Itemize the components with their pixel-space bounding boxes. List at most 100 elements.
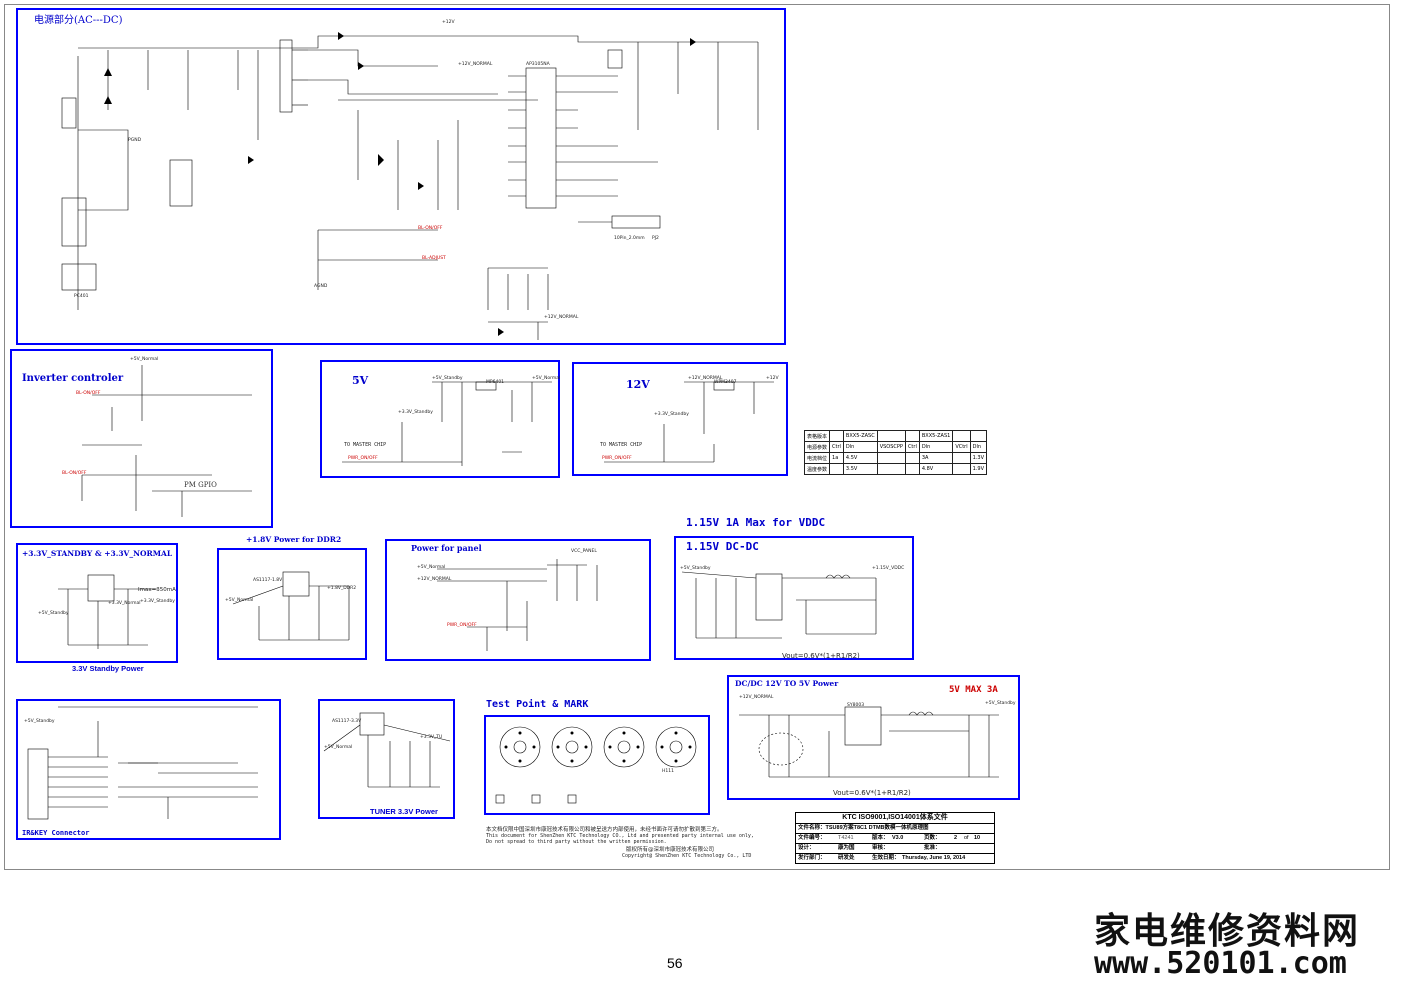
5v-to-master: TO MASTER CHIP — [344, 442, 387, 448]
inverter-title: Inverter controler — [22, 373, 124, 384]
dcdc5v-max: 5V MAX 3A — [949, 685, 998, 695]
label-h111: H111 — [662, 769, 674, 774]
tb-header: KTC ISO9001,ISO14001体系文件 — [796, 813, 994, 824]
tuner-title: TUNER 3.3V Power — [370, 807, 438, 816]
spec-cell: 表格版本 — [803, 430, 831, 442]
panel-schematic — [437, 559, 598, 651]
spec-cell — [952, 430, 971, 442]
12v-block: 12V +12V_NORMAL +12V WPM3407 +3.3V_Stand… — [572, 362, 788, 476]
watermark-cn: 家电维修资料网 — [1094, 910, 1361, 952]
12v-to-master: TO MASTER CHIP — [600, 442, 643, 448]
12v-title: 12V — [626, 378, 650, 391]
label-5vn-5v: +5V_Normal — [532, 376, 561, 381]
tb-version-lbl: 版本： — [872, 835, 889, 841]
label-12vn-12v: +12V_NORMAL — [688, 376, 723, 381]
ddr2-schematic — [232, 571, 350, 641]
tb-file-no: T4241 — [838, 835, 854, 841]
33v-title: +3.3V_STANDBY & +3.3V_NORMAL — [22, 549, 173, 558]
tb-pages: 10 — [974, 835, 981, 841]
spec-cell: BXX5-ZASC — [842, 430, 878, 442]
tb-of: of — [964, 835, 969, 841]
label-ap3105: AP3105NA — [526, 62, 550, 67]
note-line5: Copyright@ ShenZhen KTC Technology Co., … — [622, 853, 752, 859]
tb-version: V3.0 — [892, 835, 904, 841]
tb-design-lbl: 设计： — [798, 845, 815, 851]
spec-cell — [876, 452, 906, 464]
spec-cell: Dln — [969, 441, 988, 453]
spec-cell: 1.9V — [969, 463, 988, 475]
12v-schematic — [604, 381, 774, 463]
spec-cell: 1.3V — [969, 452, 988, 464]
test-title: Test Point & MARK — [486, 699, 589, 710]
label-vcc-panel: VCC_PANEL — [571, 549, 597, 554]
spec-cell — [904, 430, 920, 442]
note-line1: 本文档仅限中国深圳市康冠技术有限公司和被呈送方内部使用，未经书面许可请勿扩散到第… — [486, 827, 723, 833]
spec-cell: 4.8V — [918, 463, 954, 475]
33v-block: +3.3V_STANDBY & +3.3V_NORMAL Imax=350mA … — [16, 543, 178, 663]
label-12vn-dc: +12V_NORMAL — [739, 695, 774, 700]
label-5v-33vs: +3.3V_Standby — [398, 410, 433, 415]
tb-designer: 康为国 — [838, 845, 855, 851]
spec-cell: VCtrl — [952, 441, 971, 453]
power-block: 电源部分(AC---DC) — [16, 8, 786, 345]
sheet-frame — [4, 4, 1390, 870]
tb-page-lbl: 页数： — [924, 835, 941, 841]
net-bl-adjust: BL-ADJUST — [422, 256, 446, 261]
label-5vs-ir: +5V_Standby — [24, 719, 55, 724]
copyright-note: 本文档仅限中国深圳市康冠技术有限公司和被呈送方内部使用，未经书面许可请勿扩散到第… — [486, 825, 791, 859]
label-connector: 10Pin_2.0mm — [614, 236, 645, 241]
note-line2: This document for ShenZhen KTC Technolog… — [486, 833, 754, 839]
tb-page: 2 — [954, 835, 958, 841]
label-33vs-33: +3.3V_Standby — [140, 599, 175, 604]
label-115: +1.15V_VDDC — [872, 566, 905, 571]
label-mp6401: MP6401 — [486, 380, 505, 385]
label-5vn-pn: +5V_Normal — [417, 565, 446, 570]
dcdc5v-block: DC/DC 12V TO 5V Power 5V MAX 3A +12V_NOR… — [727, 675, 1020, 800]
power-schematic — [61, 32, 759, 340]
spec-cell — [876, 430, 906, 442]
inverter-gpio: PM GPIO — [184, 481, 217, 489]
label-12vn-pn: +12V_NORMAL — [417, 577, 452, 582]
label-5vs-5v: +5V_Standby — [432, 376, 463, 381]
watermark-url: www.520101.com — [1094, 946, 1347, 981]
spec-cell: 4.5V — [842, 452, 878, 464]
5v-title: 5V — [352, 374, 369, 387]
title-block: KTC ISO9001,ISO14001体系文件 文件名称：TSU89方案T8C… — [795, 812, 995, 864]
33v-caption: 3.3V Standby Power — [72, 664, 144, 673]
tb-approve-lbl: 批准： — [924, 845, 941, 851]
label-wpm3407: WPM3407 — [714, 380, 737, 385]
vddc-header: 1.15V 1A Max for VDDC — [686, 516, 826, 529]
ir-title: IR&KEY Connector — [22, 829, 90, 837]
tuner-schematic — [323, 712, 451, 788]
spec-cell — [952, 463, 971, 475]
spec-cell: 3A — [918, 452, 954, 464]
spec-cell — [829, 463, 844, 475]
label-12v-12v: +12V — [766, 376, 779, 381]
net-bl-onoff-inv: BL-ON/OFF — [76, 391, 101, 396]
tb-file-name: TSU89方案T8C1 DTMB数模一体机原理图 — [825, 825, 929, 831]
net-pwr-onoff-5v: PWR_ON/OFF — [348, 456, 378, 461]
tb-review-lbl: 审核： — [872, 845, 889, 851]
dcdc5v-schematic — [739, 706, 999, 778]
spec-cell: Ctrl — [904, 441, 920, 453]
dcdc5v-formula: Vout=0.6V*(1+R1/R2) — [833, 789, 911, 797]
label-12vn: +12V_NORMAL — [458, 62, 493, 67]
label-18v: +1.8V_DDR2 — [327, 586, 357, 591]
tb-date: Thursday, June 19, 2014 — [902, 855, 966, 861]
note-line4: 版权所有@深圳市康冠技术有限公司 — [626, 847, 715, 853]
test-block: H111 — [484, 715, 710, 815]
vddc-schematic — [681, 571, 877, 639]
label-5vs-vddc: +5V_Standby — [680, 566, 711, 571]
label-5vn-ddr: +5V_Normal — [225, 598, 254, 603]
net-bl-onoff: BL-ON/OFF — [418, 226, 443, 231]
vddc-block: 1.15V DC-DC +5V_Standby +1.15V_VDDC Vout… — [674, 536, 914, 660]
inverter-schematic — [81, 365, 252, 517]
label-connector-ref: PJ2 — [652, 236, 659, 241]
label-pc401: PC401 — [74, 294, 89, 299]
label-agnd: AGND — [314, 284, 328, 289]
spec-cell — [876, 463, 906, 475]
spec-cell: Dln — [842, 441, 878, 453]
power-block-title: 电源部分(AC---DC) — [34, 15, 123, 26]
